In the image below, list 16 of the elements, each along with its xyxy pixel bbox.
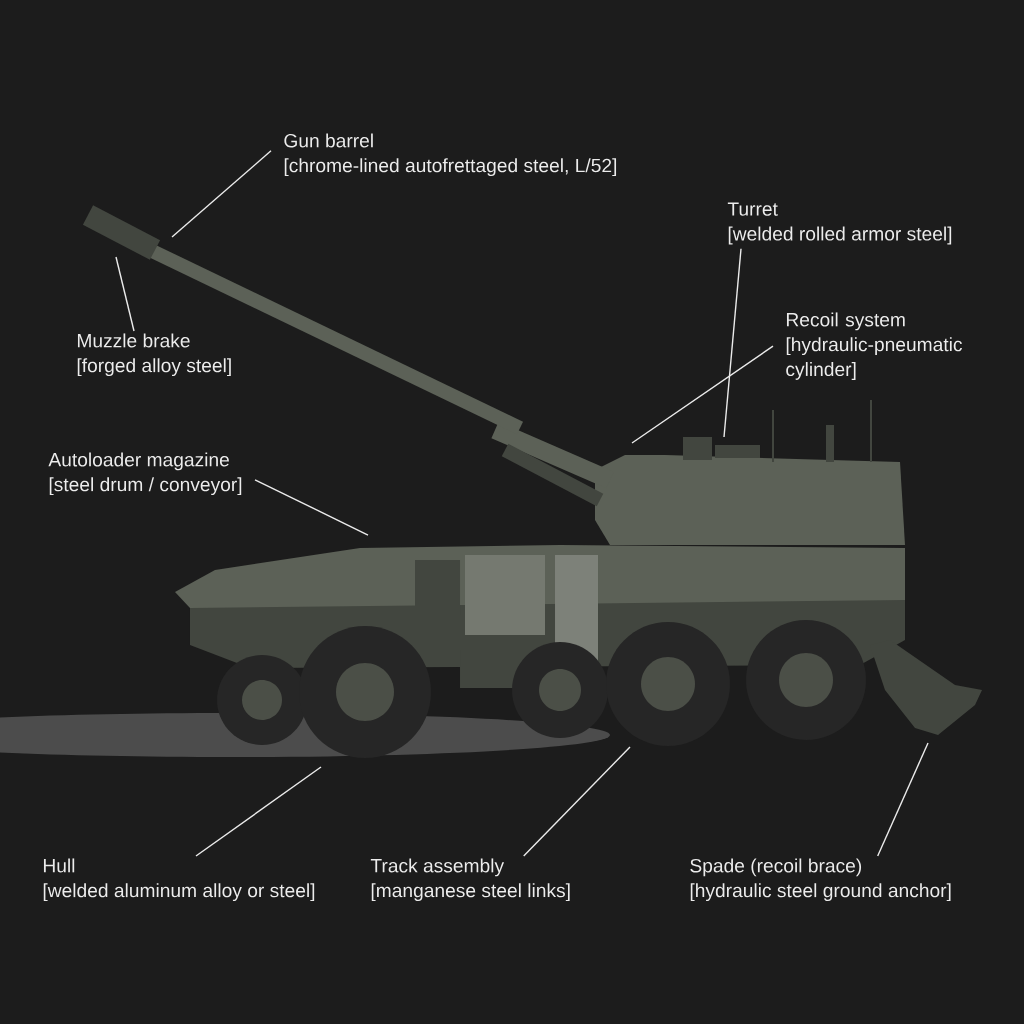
part-label: Spade (recoil brace) [hydraulic steel ground anchor] — [690, 858, 951, 902]
part-label: Gun barrel [chrome-lined autofrettaged steel, L/52] — [284, 133, 617, 177]
part-label: Hull [welded aluminum alloy or steel] — [43, 858, 315, 902]
leader-line — [877, 742, 929, 857]
leader-line — [723, 248, 742, 438]
part-label: Autoloader magazine [steel drum / conveyor] — [48, 452, 242, 496]
leader-line — [254, 479, 369, 536]
part-label: Track assembly [manganese steel links] — [370, 858, 570, 902]
part-label: Recoil system [hydraulic-pneumatic cylinder] — [786, 312, 962, 380]
leader-line — [523, 746, 631, 857]
leader-line — [631, 345, 774, 444]
part-label: Muzzle brake [forged alloy steel] — [77, 333, 231, 377]
leader-line — [115, 256, 135, 332]
part-label: Turret [welded rolled armor steel] — [727, 202, 952, 245]
leader-line — [171, 150, 272, 238]
leader-line — [195, 766, 322, 857]
